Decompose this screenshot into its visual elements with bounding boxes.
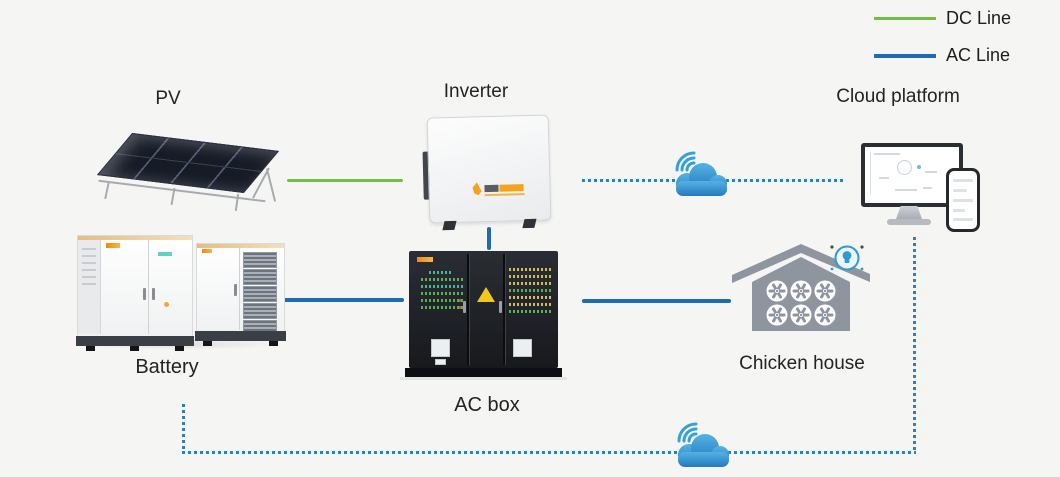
ac-box-brand-logo (417, 257, 433, 262)
ac-line-battery-to-acbox (281, 298, 404, 302)
wireless-line-up-to-cloud-platform (913, 237, 916, 451)
ac-line-inverter-to-acbox (487, 227, 491, 250)
cloud-wifi-icon (675, 151, 727, 196)
monitor-base (887, 219, 931, 225)
battery-cabinet-small (195, 243, 286, 346)
smartphone (946, 168, 980, 232)
legend-dc-line-label: DC Line (946, 8, 1012, 28)
cloud-wifi-icon (677, 422, 729, 467)
pv-label: PV (155, 88, 181, 109)
inverter-brand-logo (472, 181, 532, 199)
battery-label: Battery (135, 356, 199, 378)
legend-dc-line-swatch (874, 17, 936, 20)
ac-box-base (405, 368, 562, 377)
inverter-illustration (422, 114, 552, 231)
fan-icons (766, 280, 836, 326)
breaker-rows-right (509, 268, 551, 317)
cloud-platform-label: Cloud platform (836, 86, 960, 107)
legend-ac-line-swatch (874, 54, 936, 58)
ac-line-acbox-to-chicken-house (582, 299, 731, 303)
breaker-rows-left (421, 271, 463, 313)
ac-box-label: AC box (454, 394, 520, 416)
smart-bulb-icon (830, 245, 864, 271)
ac-box-illustration (409, 251, 558, 368)
monitor-stand (896, 206, 922, 219)
wireless-line-bottom (182, 451, 916, 454)
battery-cabinet-large (76, 235, 194, 351)
chicken-house-label: Chicken house (739, 353, 865, 374)
legend-ac-line-label: AC Line (946, 45, 1011, 65)
warning-triangle-icon (477, 287, 495, 302)
chicken-house-illustration (732, 244, 870, 331)
inverter-label: Inverter (443, 81, 509, 102)
battery-modules (243, 252, 277, 337)
wireless-line-battery-down (182, 404, 185, 451)
dc-line-pv-to-inverter (287, 179, 403, 182)
pv-array-illustration (84, 126, 289, 214)
